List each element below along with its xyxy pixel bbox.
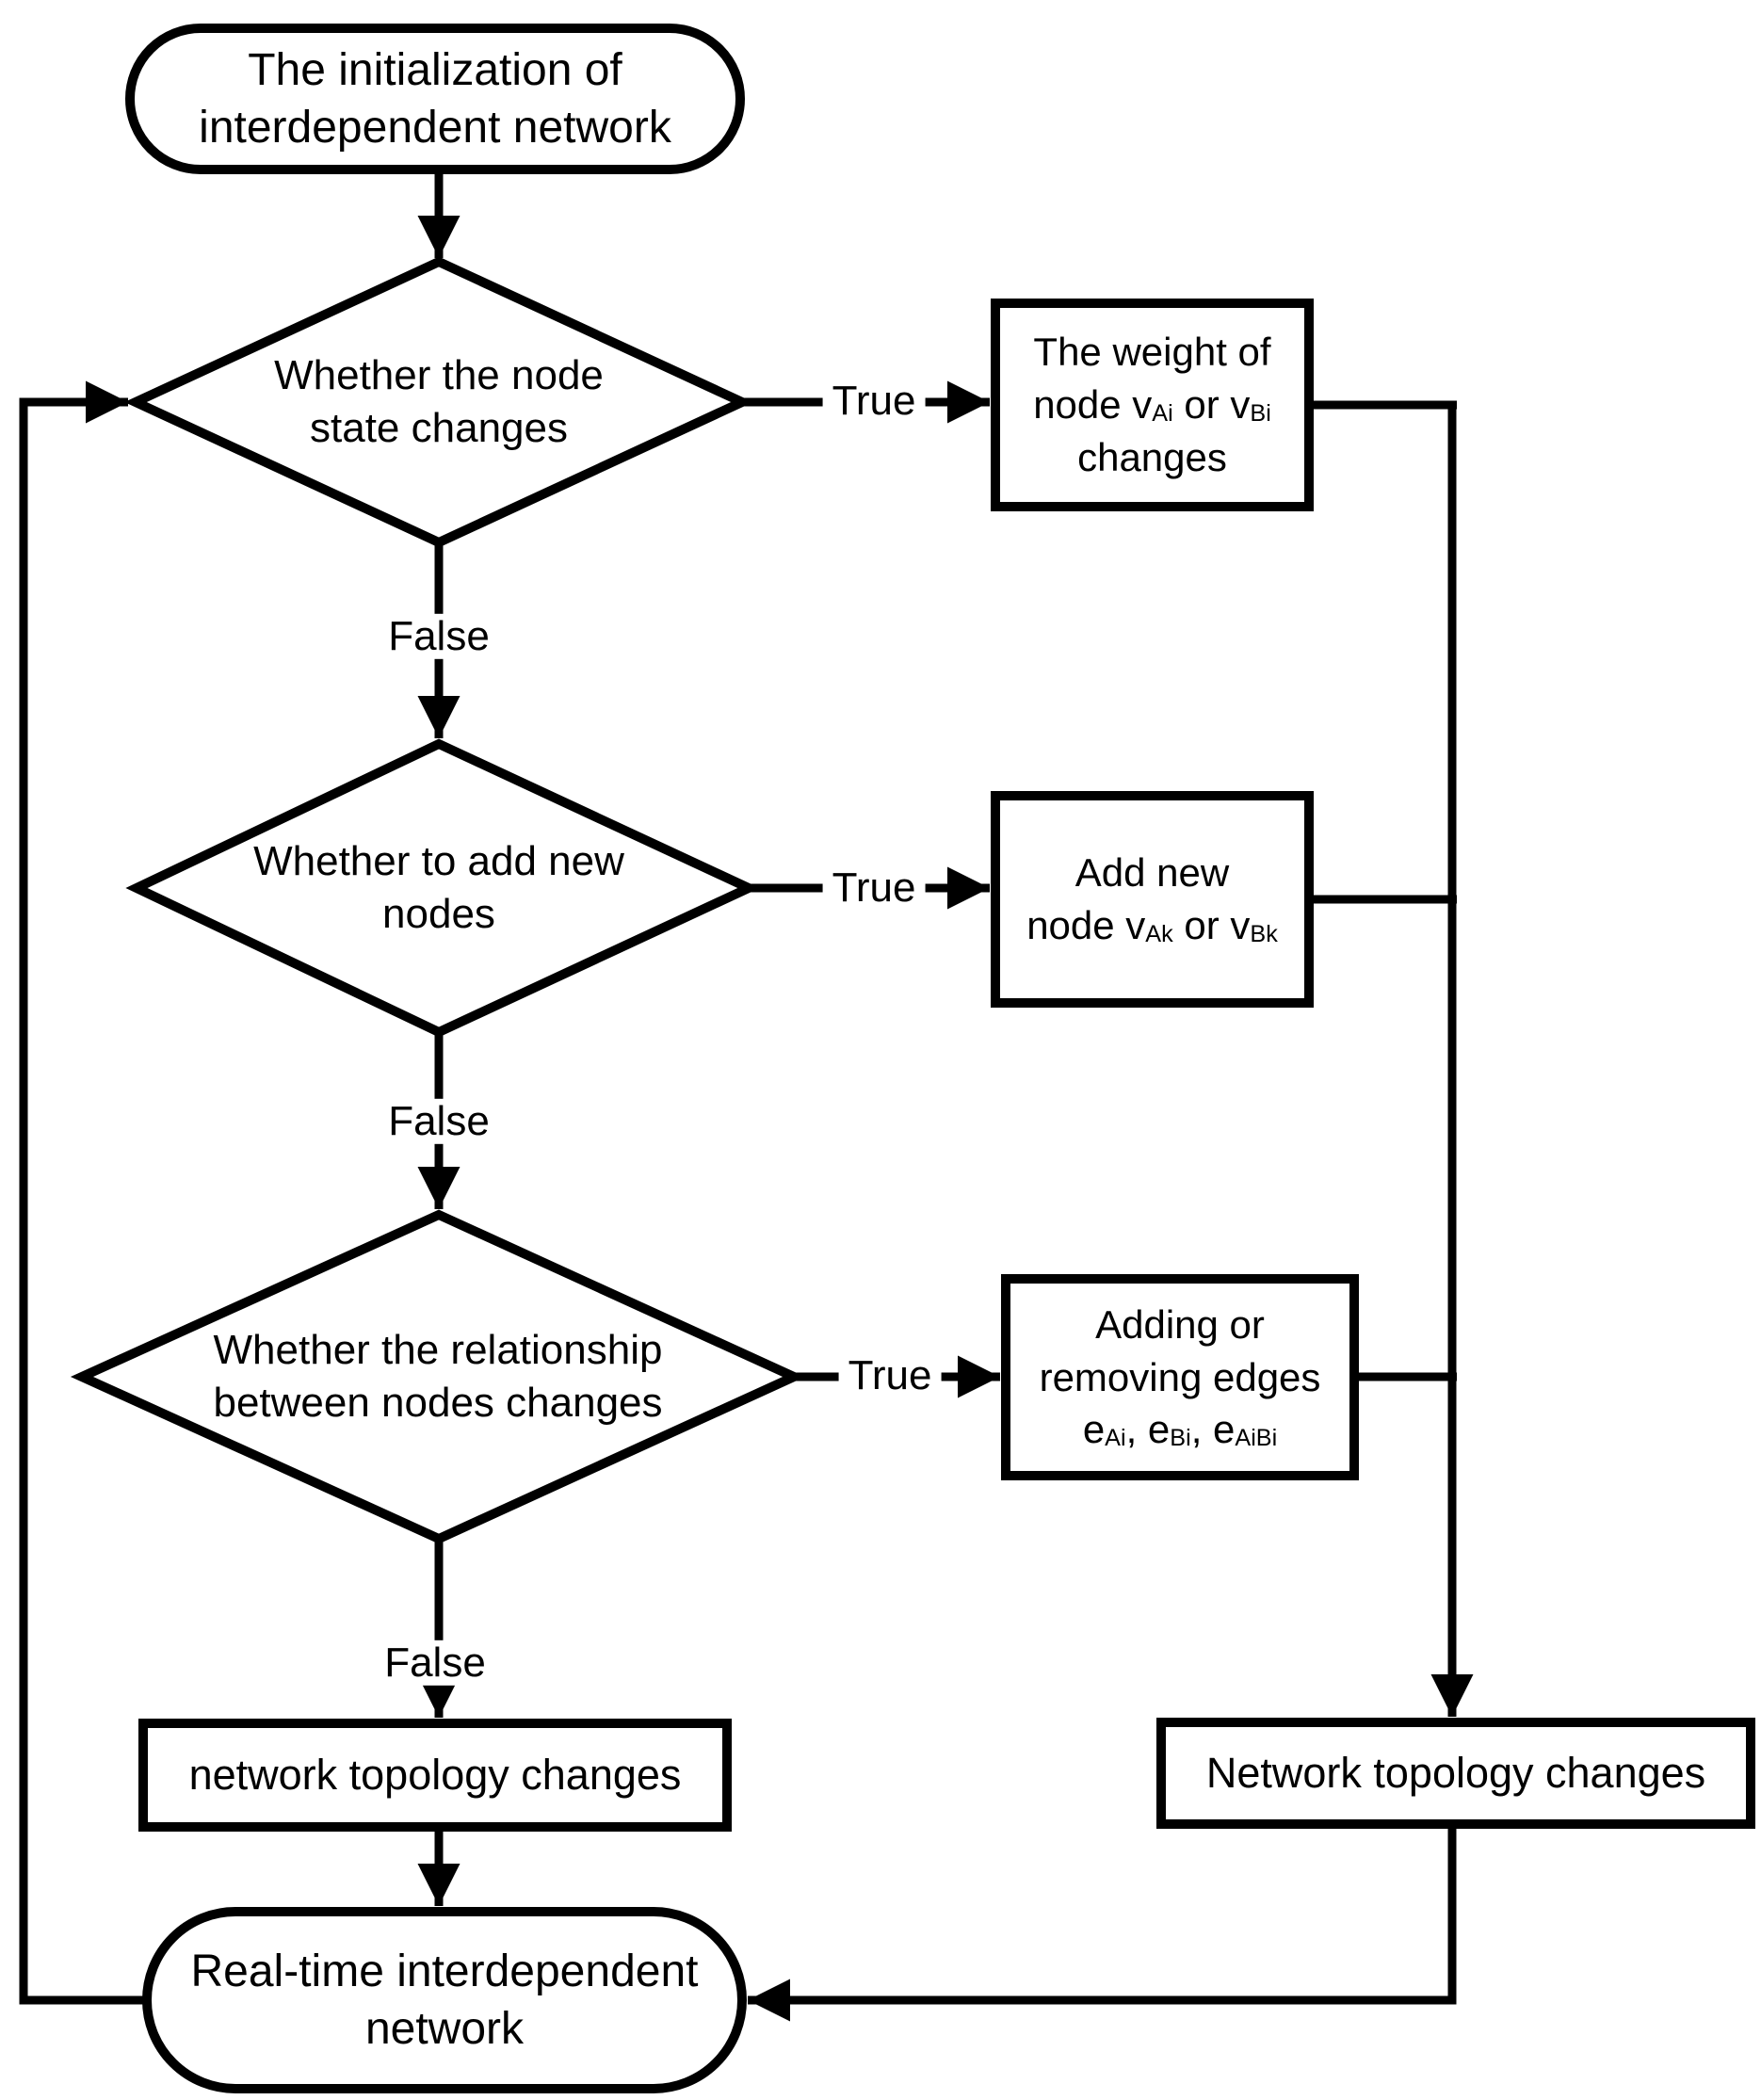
true-label-3: True [838, 1352, 942, 1399]
false-label-1: False [379, 613, 499, 660]
edge-change-box-label: Adding or removing edges eAi, eBi, eAiBi [1039, 1301, 1321, 1452]
weight-change-box-label: The weight of node vAi or vBi changes [1033, 330, 1271, 479]
start-label: The initialization of interdependent net… [199, 44, 671, 153]
arrow-feedback-to-decision1 [19, 380, 148, 2005]
topology-left-box-shape [138, 1719, 732, 1832]
end-label: Real-time interdependent network [190, 1946, 699, 2054]
true-label-2: True [822, 864, 926, 912]
topology-right-box-shape [1156, 1718, 1755, 1829]
true-label-1: True [822, 378, 926, 425]
decision-add-nodes-label: Whether to add new nodes [253, 837, 624, 937]
decision-node-state-shape [124, 256, 753, 548]
topology-left-box-label: network topology changes [188, 1751, 682, 1800]
edge-change-box-shape [1001, 1274, 1359, 1480]
decision-add-nodes-shape [125, 738, 760, 1038]
topology-right-box-label: Network topology changes [1205, 1749, 1706, 1798]
start-terminator-shape [125, 24, 745, 174]
arrow-rightbox-to-end [748, 1825, 1457, 2022]
decision-relationship-shape [70, 1209, 806, 1544]
false-label-3: False [375, 1640, 495, 1687]
add-node-box-label: Add new node vAk or vBk [1026, 850, 1278, 948]
weight-change-box-shape [991, 299, 1314, 511]
add-node-box-shape [991, 791, 1314, 1008]
decision-node-state-label: Whether the node state changes [274, 351, 604, 451]
decision-relationship-label: Whether the relationship between nodes c… [213, 1326, 663, 1426]
false-label-2: False [379, 1098, 499, 1145]
end-terminator-shape [142, 1907, 747, 2093]
